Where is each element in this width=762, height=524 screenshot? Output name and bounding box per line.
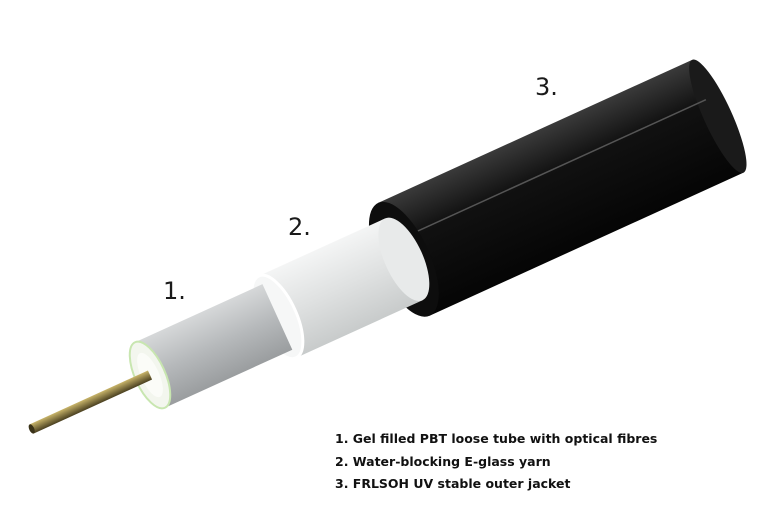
label-yarn: 2. [288, 213, 311, 241]
optical-fibres [28, 370, 153, 434]
legend-item: 3. FRLSOH UV stable outer jacket [335, 476, 571, 491]
label-jacket: 3. [535, 73, 558, 101]
label-tube: 1. [163, 277, 186, 305]
loose-tube [128, 284, 293, 410]
legend-item: 2. Water-blocking E-glass yarn [335, 453, 551, 469]
legend-item: 1. Gel filled PBT loose tube with optica… [335, 431, 658, 446]
legend: 1. Gel filled PBT loose tube with optica… [335, 428, 657, 496]
